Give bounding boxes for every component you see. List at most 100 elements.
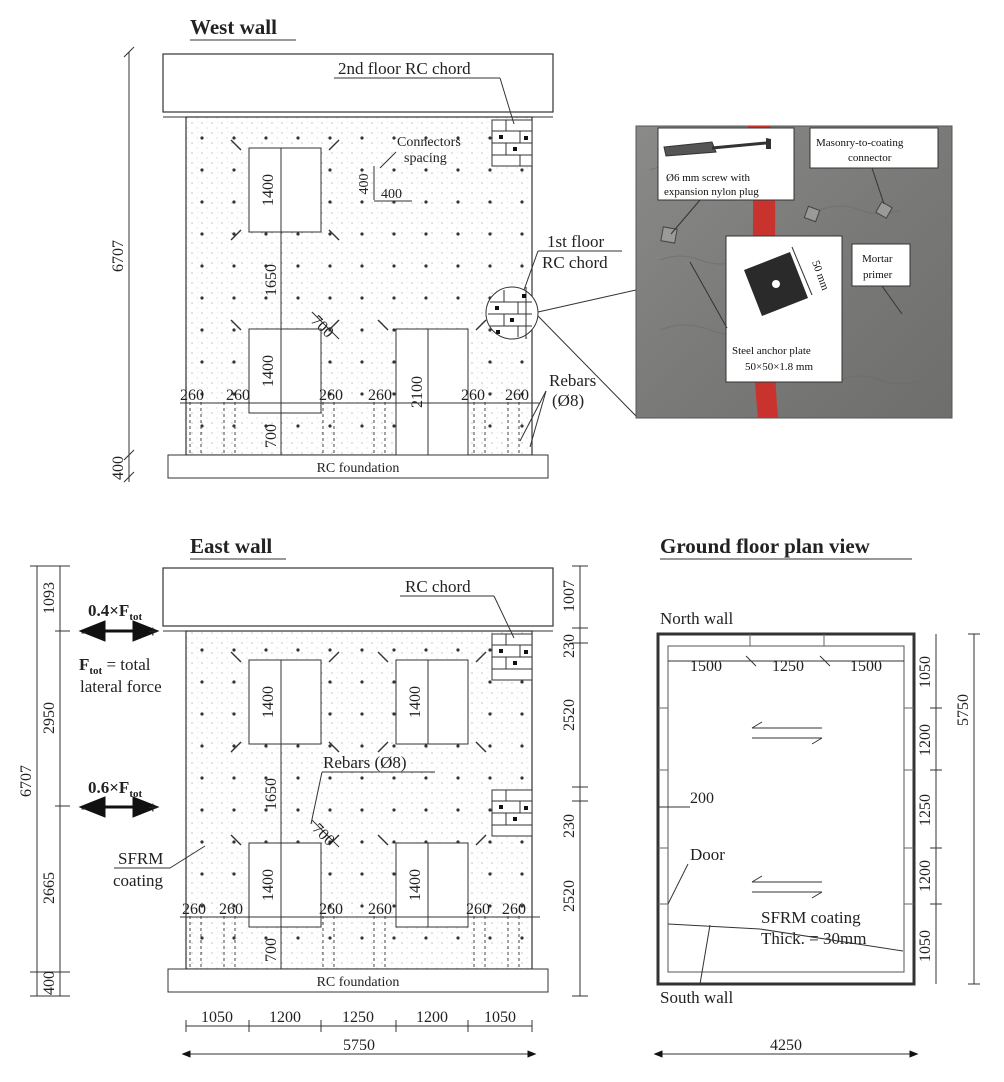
plan-inner-line <box>667 645 905 973</box>
west-spacing-vertical: 400 <box>357 174 372 195</box>
east-rebar-spacing-6: 260 <box>502 901 526 918</box>
east-rebar-spacing-3: 260 <box>319 901 343 918</box>
west-rebar-spacing-5: 260 <box>461 387 485 404</box>
west-rebars <box>189 402 520 455</box>
west-sill-height: 700 <box>263 424 280 448</box>
plan-bottom-total: 4250 <box>770 1037 802 1054</box>
sfrm-label-1: SFRM <box>118 849 163 868</box>
ftot-definition-1: Ftot = total <box>79 655 151 677</box>
plan-view: Ground floor plan view North wall South … <box>653 534 980 1058</box>
sfrm-label-2: coating <box>113 871 164 890</box>
west-foundation <box>167 454 549 479</box>
east-sill-height: 700 <box>263 938 280 962</box>
plan-top-dim-3: 1500 <box>850 658 882 675</box>
east-window-3-height: 1400 <box>260 869 277 901</box>
east-rebars-label: Rebars (Ø8) <box>323 753 407 772</box>
plan-right-dim-1: 1050 <box>917 656 934 688</box>
force-bottom-plus: + <box>148 798 158 817</box>
east-seg-foundation: 400 <box>41 971 58 995</box>
photo-screw-box <box>657 127 795 201</box>
east-window-2 <box>395 659 469 745</box>
east-right-seg-3: 2520 <box>561 699 578 731</box>
photo-inset: Ø6 mm screw with expansion nylon plug Ma… <box>635 125 953 419</box>
plan-sfrm-label-1: SFRM coating <box>761 908 861 927</box>
east-window-4 <box>395 842 469 928</box>
force-top-plus: + <box>148 622 158 641</box>
east-total-width: 5750 <box>343 1037 375 1054</box>
photo-screw-label-1: Ø6 mm screw with <box>666 172 751 184</box>
east-seg-mid: 2950 <box>41 702 58 734</box>
west-total-height: 6707 <box>110 240 127 272</box>
east-window-2-height: 1400 <box>407 686 424 718</box>
west-connectors-label-1: Connectors <box>397 135 461 150</box>
ftot-definition-2: lateral force <box>80 677 162 696</box>
east-wall: East wall <box>18 534 588 1058</box>
photo-plate-label-2: 50×50×1.8 mm <box>745 361 813 373</box>
west-brick-detail-top <box>491 119 533 167</box>
plan-direction-arrows <box>751 721 823 899</box>
east-right-seg-4: 230 <box>561 814 578 838</box>
plan-north-label: North wall <box>660 609 733 628</box>
plan-south-label: South wall <box>660 988 733 1007</box>
west-wall-title: West wall <box>190 15 277 39</box>
plan-top-dim-2: 1250 <box>772 658 804 675</box>
west-door-height: 2100 <box>409 376 426 408</box>
east-right-seg-1: 1007 <box>561 580 578 612</box>
east-bottom-dim-5: 1050 <box>484 1009 516 1026</box>
east-window-1-height: 1400 <box>260 686 277 718</box>
photo-plate-label-1: Steel anchor plate <box>732 345 811 357</box>
plan-title: Ground floor plan view <box>660 534 871 558</box>
east-window-1 <box>248 659 322 745</box>
east-window-3 <box>248 842 322 928</box>
east-rebars <box>189 916 520 969</box>
west-rebar-spacing-1: 260 <box>180 387 204 404</box>
force-bottom-label: 0.6×Ftot <box>88 778 142 800</box>
east-wall-title: East wall <box>190 534 272 558</box>
plan-door-label: Door <box>690 845 725 864</box>
east-rebar-spacing-4: 260 <box>368 901 392 918</box>
photo-connector-label-1: Masonry-to-coating <box>816 137 904 149</box>
east-bottom-dim-4: 1200 <box>416 1009 448 1026</box>
plan-sfrm-label-2: Thick. = 30mm <box>761 929 866 948</box>
east-brick-detail-mid <box>491 789 533 837</box>
west-2nd-floor-chord <box>162 53 554 113</box>
east-seg-low: 2665 <box>41 872 58 904</box>
west-rebar-spacing-2: 260 <box>226 387 250 404</box>
photo-connector-box <box>809 127 939 169</box>
east-foundation <box>167 968 549 993</box>
west-door <box>395 328 469 456</box>
force-top-label: 0.4×Ftot <box>88 601 142 623</box>
plan-pier-dim: 200 <box>690 790 714 807</box>
plan-right-dim-2: 1200 <box>917 724 934 756</box>
west-window-lower <box>248 328 322 414</box>
plan-right-dim-3: 1250 <box>917 794 934 826</box>
photo-connector-label-2: connector <box>848 152 892 164</box>
plan-right-dim-4: 1200 <box>917 860 934 892</box>
east-right-seg-5: 2520 <box>561 880 578 912</box>
east-rebar-spacing-1: 260 <box>182 901 206 918</box>
east-brick-detail-top <box>491 633 533 681</box>
photo-primer-box <box>851 243 911 287</box>
east-seg-top: 1093 <box>41 582 58 614</box>
west-spacing-horizontal: 400 <box>381 187 402 202</box>
west-window-upper <box>248 147 322 233</box>
photo-screw-label-2: expansion nylon plug <box>664 186 759 198</box>
west-connectors-label-2: spacing <box>404 151 447 166</box>
east-total-height: 6707 <box>18 765 35 797</box>
west-wall: West wall <box>110 15 637 483</box>
west-rebar-spacing-6: 260 <box>505 387 529 404</box>
photo-primer-label-1: Mortar <box>862 253 893 265</box>
west-foundation-label: RC foundation <box>317 461 400 476</box>
west-foundation-height: 400 <box>110 456 127 480</box>
west-rebars-label-1: Rebars <box>549 371 596 390</box>
west-rebar-spacing-3: 260 <box>319 387 343 404</box>
west-brick-detail-mid <box>485 286 637 417</box>
force-top-minus: - <box>81 622 87 641</box>
east-foundation-label: RC foundation <box>317 975 400 990</box>
force-bottom-minus: - <box>81 798 87 817</box>
east-chord-label: RC chord <box>405 577 471 596</box>
west-upper-window-height: 1400 <box>260 174 277 206</box>
west-2nd-chord-label: 2nd floor RC chord <box>338 59 471 78</box>
west-rebars-label-2: (Ø8) <box>552 391 584 410</box>
